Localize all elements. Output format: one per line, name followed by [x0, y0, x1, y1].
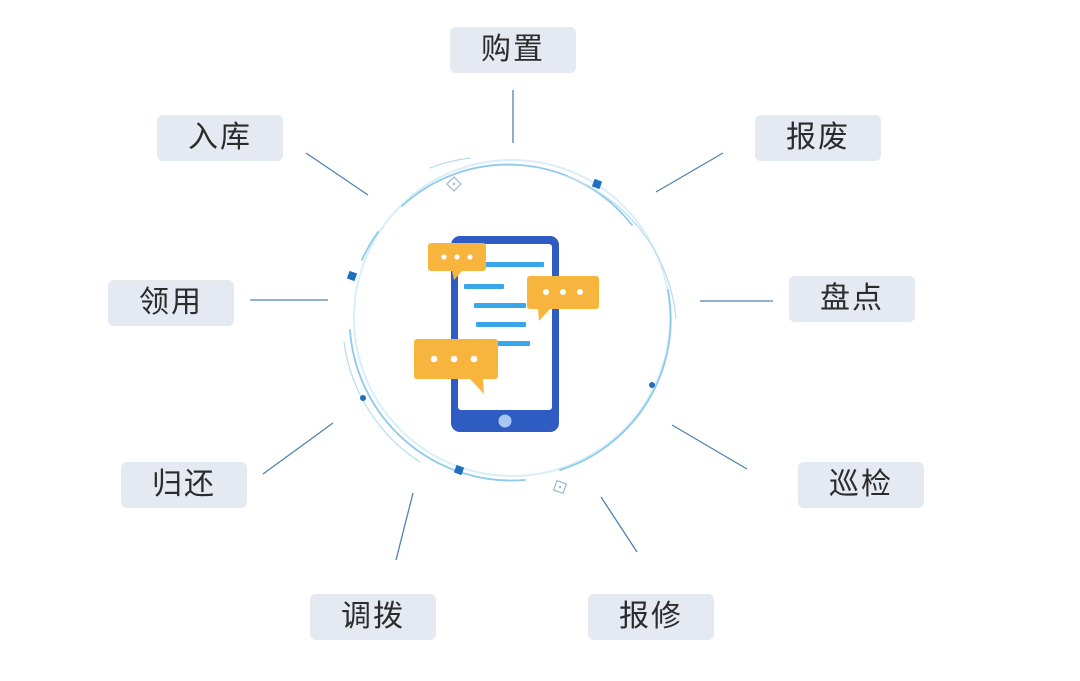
marker-dot [649, 382, 655, 388]
ring-arc-outer-1 [565, 175, 677, 319]
ring-arc-3 [349, 329, 526, 482]
node-label-warehousing: 入库 [157, 115, 283, 161]
marker-diamond-dot [558, 485, 562, 489]
marker-square [346, 270, 358, 282]
chat-bubble-icon [414, 339, 498, 394]
connector-5 [395, 492, 414, 561]
connector-8 [305, 152, 369, 196]
connectors [250, 90, 773, 561]
node-label-purchase: 购置 [450, 27, 576, 73]
connector-3 [671, 424, 748, 470]
node-label-return: 归还 [121, 462, 247, 508]
chat-bubble-icon [428, 243, 486, 280]
marker-dot [360, 395, 366, 401]
node-label-repair-request: 报修 [588, 594, 714, 640]
ring-arc-2 [559, 289, 672, 471]
ring-arc-1 [401, 163, 633, 226]
ring-arc-outer-3 [429, 157, 471, 169]
marker-square [453, 464, 465, 476]
node-label-inspection: 巡检 [798, 462, 924, 508]
ring-arc-outer-2 [343, 341, 421, 463]
chat-bubble-icon [527, 276, 599, 321]
center-ring [343, 157, 677, 482]
marker-square [591, 178, 603, 190]
node-label-inventory-check: 盘点 [789, 276, 915, 322]
ring-arc-4 [361, 231, 379, 261]
node-label-transfer: 调拨 [310, 594, 436, 640]
node-label-requisition: 领用 [108, 280, 234, 326]
marker-diamond-dot [452, 182, 456, 186]
node-label-scrap: 报废 [755, 115, 881, 161]
connector-4 [600, 496, 638, 553]
connector-1 [655, 152, 724, 193]
ring-markers [346, 176, 655, 495]
connector-6 [262, 422, 334, 475]
